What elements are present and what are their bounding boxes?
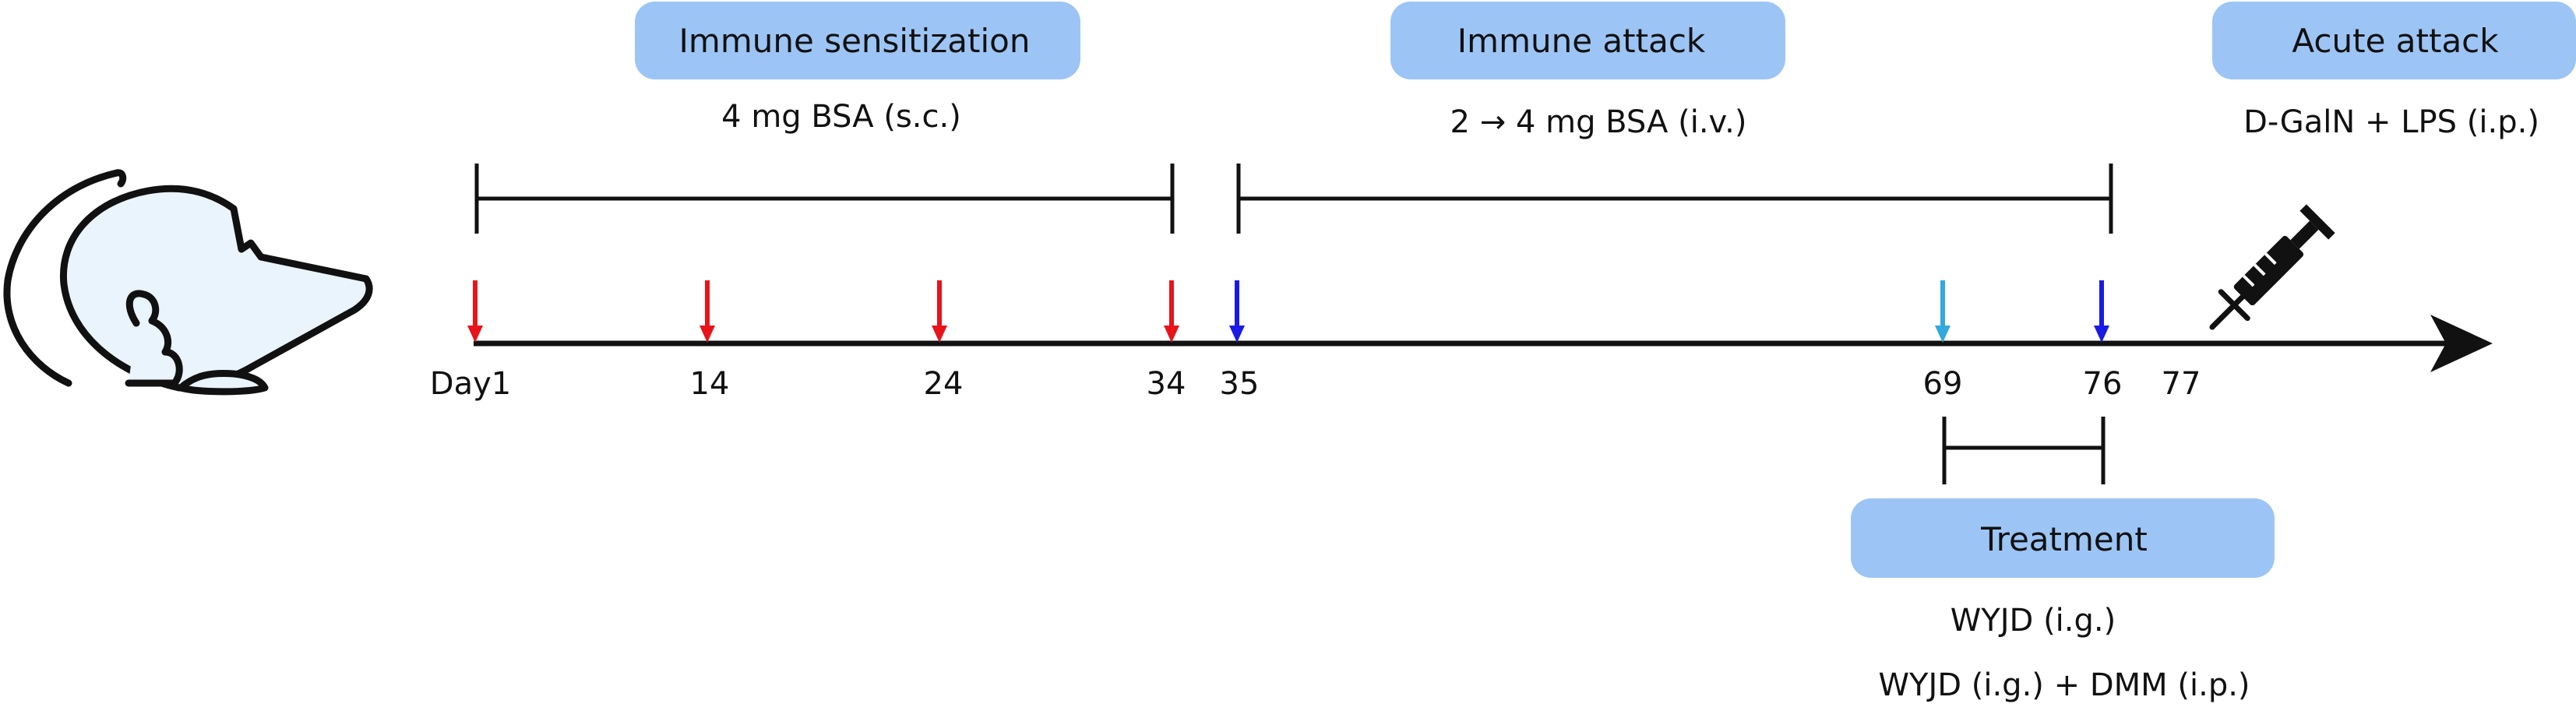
timeline-arrowhead bbox=[2430, 315, 2493, 372]
acute-dose: D-GalN + LPS (i.p.) bbox=[2243, 104, 2539, 140]
attack-bracket bbox=[1236, 164, 2113, 234]
acute-title: Acute attack bbox=[2292, 22, 2499, 60]
treatment-bracket bbox=[1942, 417, 2106, 484]
sensitization-title: Immune sensitization bbox=[679, 22, 1031, 60]
injection-arrow bbox=[2094, 280, 2109, 343]
injection-arrow bbox=[700, 280, 715, 343]
syringe-icon bbox=[2209, 204, 2335, 330]
day-label: 34 bbox=[1147, 366, 1186, 402]
treatment-line-2: WYJD (i.g.) + DMM (i.p.) bbox=[1878, 667, 2250, 703]
day-label: 76 bbox=[2083, 366, 2123, 402]
sensitization-dose: 4 mg BSA (s.c.) bbox=[721, 99, 961, 135]
treatment-line-1: WYJD (i.g.) bbox=[1951, 603, 2116, 639]
attack-arrows bbox=[1229, 280, 2109, 343]
treatment-title: Treatment bbox=[1980, 520, 2148, 558]
box-attack bbox=[1390, 2, 1785, 79]
day-label: 24 bbox=[924, 366, 964, 402]
attack-dose: 2 → 4 mg BSA (i.v.) bbox=[1450, 104, 1747, 140]
injection-arrow bbox=[467, 280, 483, 343]
day-label: Day1 bbox=[430, 366, 511, 402]
box-acute bbox=[2212, 2, 2576, 79]
treatment-arrow bbox=[1935, 280, 1951, 343]
day-label: 14 bbox=[690, 366, 730, 402]
box-sensitization bbox=[635, 2, 1080, 79]
injection-arrow bbox=[1164, 280, 1179, 343]
sensitization-bracket bbox=[474, 164, 1175, 234]
sensitization-arrows bbox=[467, 280, 1179, 343]
day-label: 77 bbox=[2162, 366, 2201, 402]
injection-arrow bbox=[932, 280, 947, 343]
mouse-icon bbox=[3, 169, 373, 396]
day-label: 69 bbox=[1923, 366, 1963, 402]
box-treatment bbox=[1851, 498, 2275, 578]
attack-title: Immune attack bbox=[1457, 22, 1706, 60]
injection-arrow bbox=[1229, 280, 1245, 343]
day-label: 35 bbox=[1220, 366, 1260, 402]
